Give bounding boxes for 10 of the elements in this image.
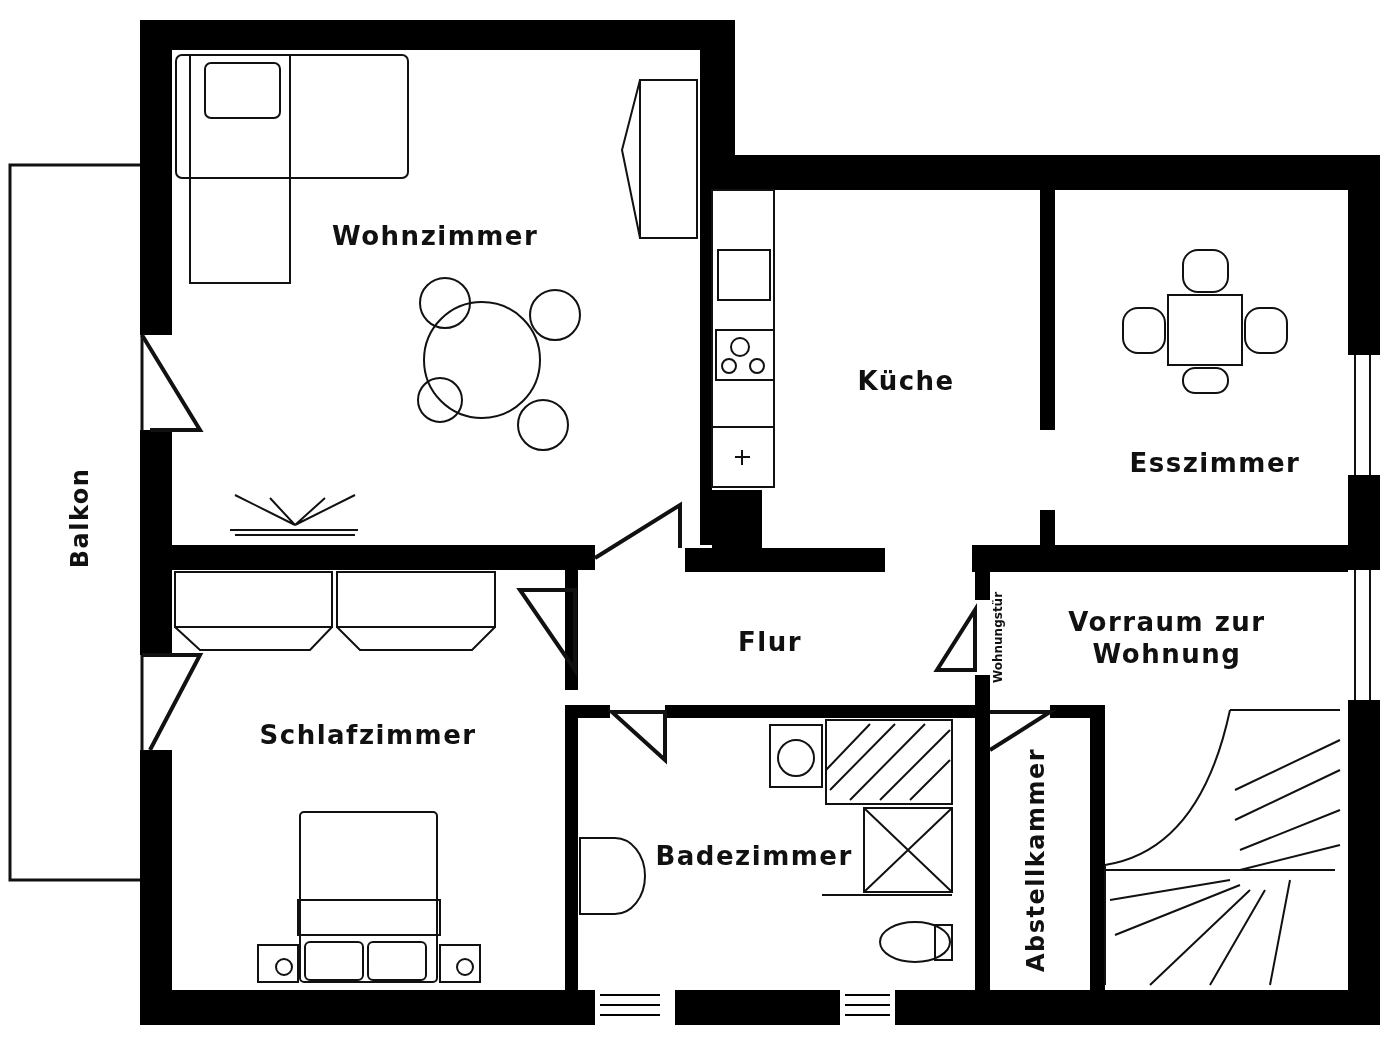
room-name: Wohnzimmer bbox=[332, 219, 539, 252]
room-name: Badezimmer bbox=[655, 839, 853, 872]
door-label: Wohnungstür bbox=[990, 591, 1006, 683]
room-name: Flur bbox=[738, 625, 802, 658]
room-name: Esszimmer bbox=[1129, 446, 1301, 479]
room-name: Balkon bbox=[64, 467, 95, 569]
room-name: Abstellkammer bbox=[1021, 748, 1051, 972]
room-name: Schlafzimmer bbox=[259, 718, 477, 751]
room-name: Küche bbox=[857, 364, 955, 397]
room-name: Vorraum zur Wohnung bbox=[1067, 605, 1267, 671]
